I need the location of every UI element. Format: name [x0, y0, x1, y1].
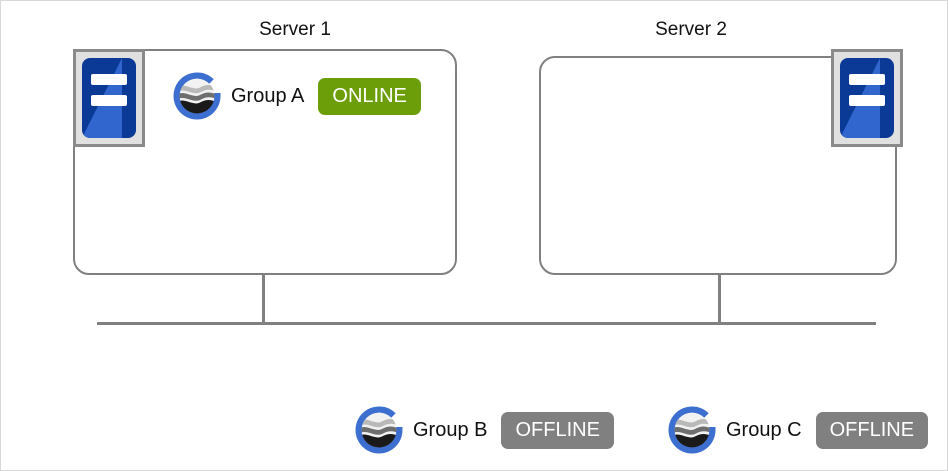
server-1-title: Server 1 — [259, 19, 331, 40]
group-b-status-badge: OFFLINE — [501, 411, 614, 449]
server-1-rack-icon[interactable] — [73, 49, 145, 147]
server-1-connector — [262, 273, 265, 324]
group-entry-group-b[interactable]: Group B OFFLINE — [353, 404, 614, 456]
server-chassis — [82, 58, 136, 138]
group-b-label: Group B — [413, 418, 488, 441]
globe-g-icon — [353, 404, 405, 456]
server-2-title: Server 2 — [655, 19, 727, 40]
group-entry-group-c[interactable]: Group C OFFLINE — [666, 404, 929, 456]
group-a-label: Group A — [231, 84, 305, 107]
group-entry-group-a[interactable]: Group A ONLINE — [171, 70, 421, 122]
network-bus-line — [97, 322, 876, 325]
server-chassis — [840, 58, 894, 138]
server-2-connector — [718, 273, 721, 324]
server-bay-bar — [849, 95, 885, 106]
server-bay-bar — [91, 74, 127, 85]
globe-g-icon — [171, 70, 223, 122]
server-bay-bar — [849, 74, 885, 85]
server-bay-bar — [91, 95, 127, 106]
globe-g-icon — [666, 404, 718, 456]
group-c-status-badge: OFFLINE — [815, 411, 929, 449]
group-c-label: Group C — [726, 418, 802, 441]
group-a-status-badge: ONLINE — [318, 77, 421, 115]
server-2-rack-icon[interactable] — [831, 49, 903, 147]
